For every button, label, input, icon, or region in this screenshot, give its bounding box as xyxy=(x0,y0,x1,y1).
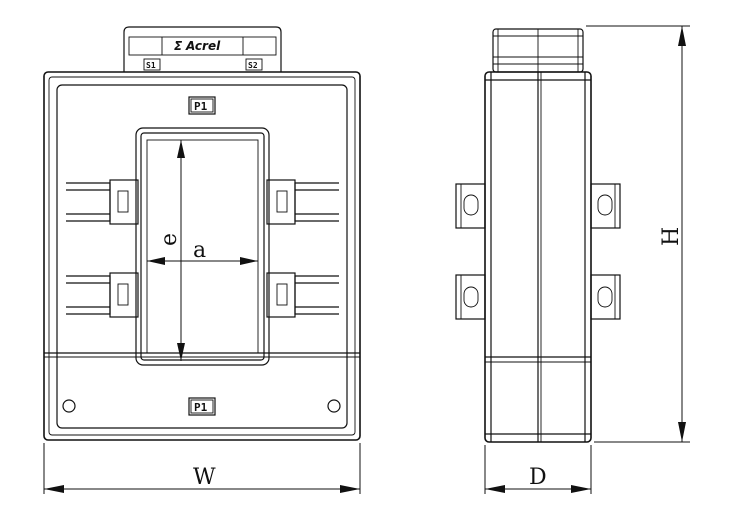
mounting-hole-right xyxy=(327,399,341,413)
dimension-d-label: D xyxy=(529,465,547,490)
terminal-s1-label: S1 xyxy=(146,61,156,70)
side-clips-right xyxy=(590,183,621,320)
dimension-a: a xyxy=(147,238,258,265)
front-view: Σ Acrel S1 S2 P1 P1 xyxy=(43,26,361,494)
terminal-s2-label: S2 xyxy=(248,61,258,70)
brand-name: Acrel xyxy=(185,39,221,53)
p1-mark-bottom: P1 xyxy=(188,397,216,416)
mounting-clips-left xyxy=(66,179,139,318)
dimension-e-label: e xyxy=(157,233,182,246)
dimension-h: H xyxy=(586,25,690,443)
side-body xyxy=(484,71,592,443)
busbar-window xyxy=(135,127,270,366)
dimension-h-label: H xyxy=(659,227,684,246)
p1-mark-top: P1 xyxy=(188,96,216,115)
side-view: D H xyxy=(455,25,690,494)
dimension-w: W xyxy=(43,443,361,494)
svg-text:P1: P1 xyxy=(194,100,208,113)
dimension-e: e xyxy=(157,140,185,361)
mounting-hole-left xyxy=(62,399,76,413)
brand-logo: Σ xyxy=(174,39,183,53)
side-clips-left xyxy=(455,183,486,320)
dimension-w-label: W xyxy=(193,465,216,490)
front-body xyxy=(43,71,361,441)
side-terminal xyxy=(492,28,584,73)
dimension-a-label: a xyxy=(193,238,206,263)
mounting-clips-right xyxy=(266,179,339,318)
dimension-d: D xyxy=(484,445,592,494)
svg-text:P1: P1 xyxy=(194,401,208,414)
terminal-box: Σ Acrel S1 S2 xyxy=(123,26,282,72)
